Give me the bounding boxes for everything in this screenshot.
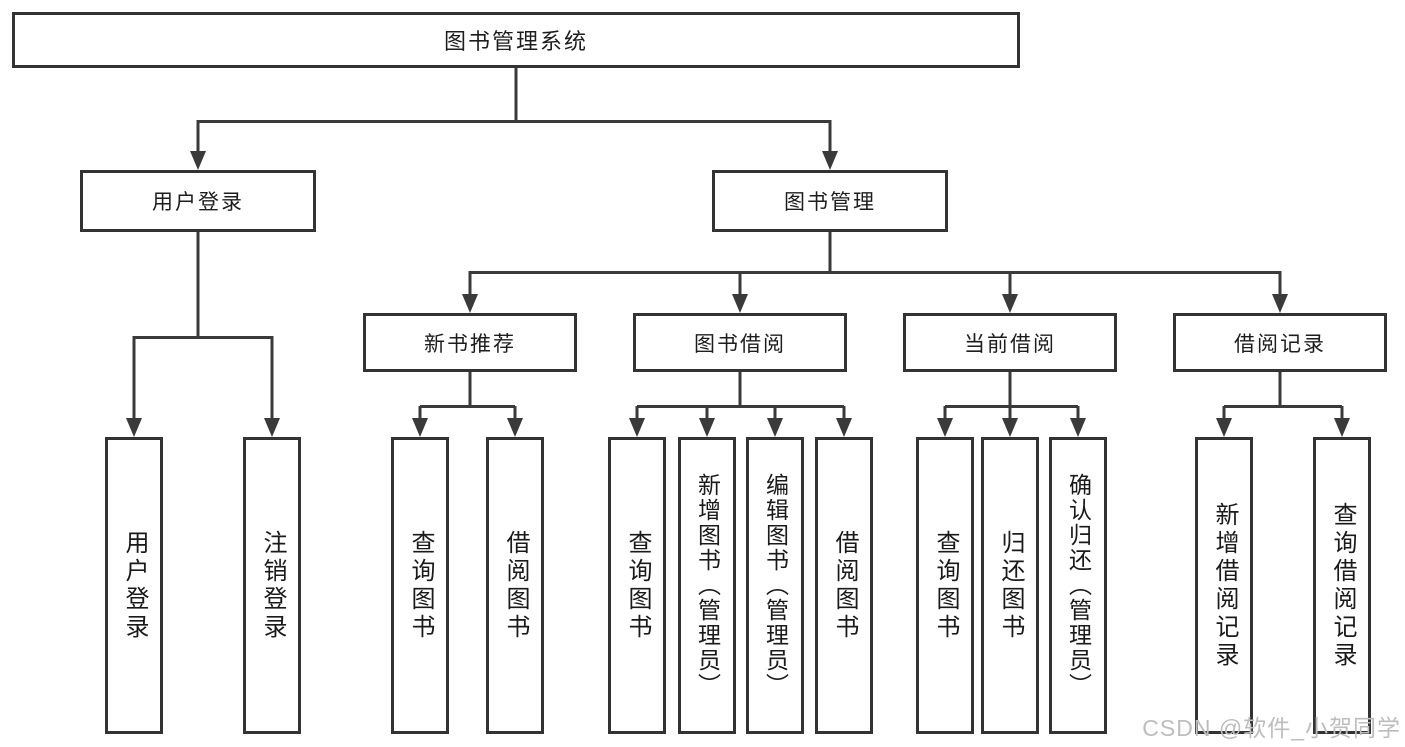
node-book-borrowing: 图书借阅 <box>633 313 847 372</box>
leaf-user-login-label: 用户登录 <box>121 529 148 642</box>
leaf-edit-books-admin-label: 编辑图书（管理员） <box>762 473 789 698</box>
node-new-book-recommend: 新书推荐 <box>363 313 577 372</box>
node-current-borrowing: 当前借阅 <box>903 313 1117 372</box>
leaf-logout-label: 注销登录 <box>259 529 286 642</box>
leaf-confirm-return-admin-label: 确认归还（管理员） <box>1065 473 1092 698</box>
leaf-borrow-books-borrowing-label: 借阅图书 <box>831 529 858 642</box>
leaf-query-books-borrowing: 查询图书 <box>608 437 666 734</box>
leaf-logout: 注销登录 <box>243 437 301 734</box>
leaf-return-books: 归还图书 <box>981 437 1039 734</box>
leaf-confirm-return-admin: 确认归还（管理员） <box>1049 437 1107 734</box>
leaf-query-borrow-record: 查询借阅记录 <box>1313 437 1371 734</box>
node-root-system: 图书管理系统 <box>12 12 1020 68</box>
leaf-borrow-books-borrowing: 借阅图书 <box>815 437 873 734</box>
leaf-return-books-label: 归还图书 <box>997 529 1024 642</box>
leaf-user-login: 用户登录 <box>105 437 163 734</box>
leaf-borrow-books-recommend: 借阅图书 <box>486 437 544 734</box>
leaf-add-borrow-record-label: 新增借阅记录 <box>1211 501 1238 670</box>
leaf-query-books-recommend-label: 查询图书 <box>407 529 434 642</box>
leaf-edit-books-admin: 编辑图书（管理员） <box>746 437 804 734</box>
leaf-add-borrow-record: 新增借阅记录 <box>1195 437 1253 734</box>
node-book-management: 图书管理 <box>712 170 948 232</box>
leaf-query-borrow-record-label: 查询借阅记录 <box>1329 501 1356 670</box>
leaf-query-books-current: 查询图书 <box>916 437 974 734</box>
leaf-query-books-current-label: 查询图书 <box>932 529 959 642</box>
node-user-login: 用户登录 <box>80 170 316 232</box>
leaf-query-books-recommend: 查询图书 <box>391 437 449 734</box>
csdn-watermark: CSDN @软件_小贺同学 <box>1142 715 1401 741</box>
leaf-add-books-admin-label: 新增图书（管理员） <box>694 473 721 698</box>
leaf-add-books-admin: 新增图书（管理员） <box>678 437 736 734</box>
node-borrowing-records: 借阅记录 <box>1173 313 1387 372</box>
leaf-borrow-books-recommend-label: 借阅图书 <box>502 529 529 642</box>
leaf-query-books-borrowing-label: 查询图书 <box>624 529 651 642</box>
